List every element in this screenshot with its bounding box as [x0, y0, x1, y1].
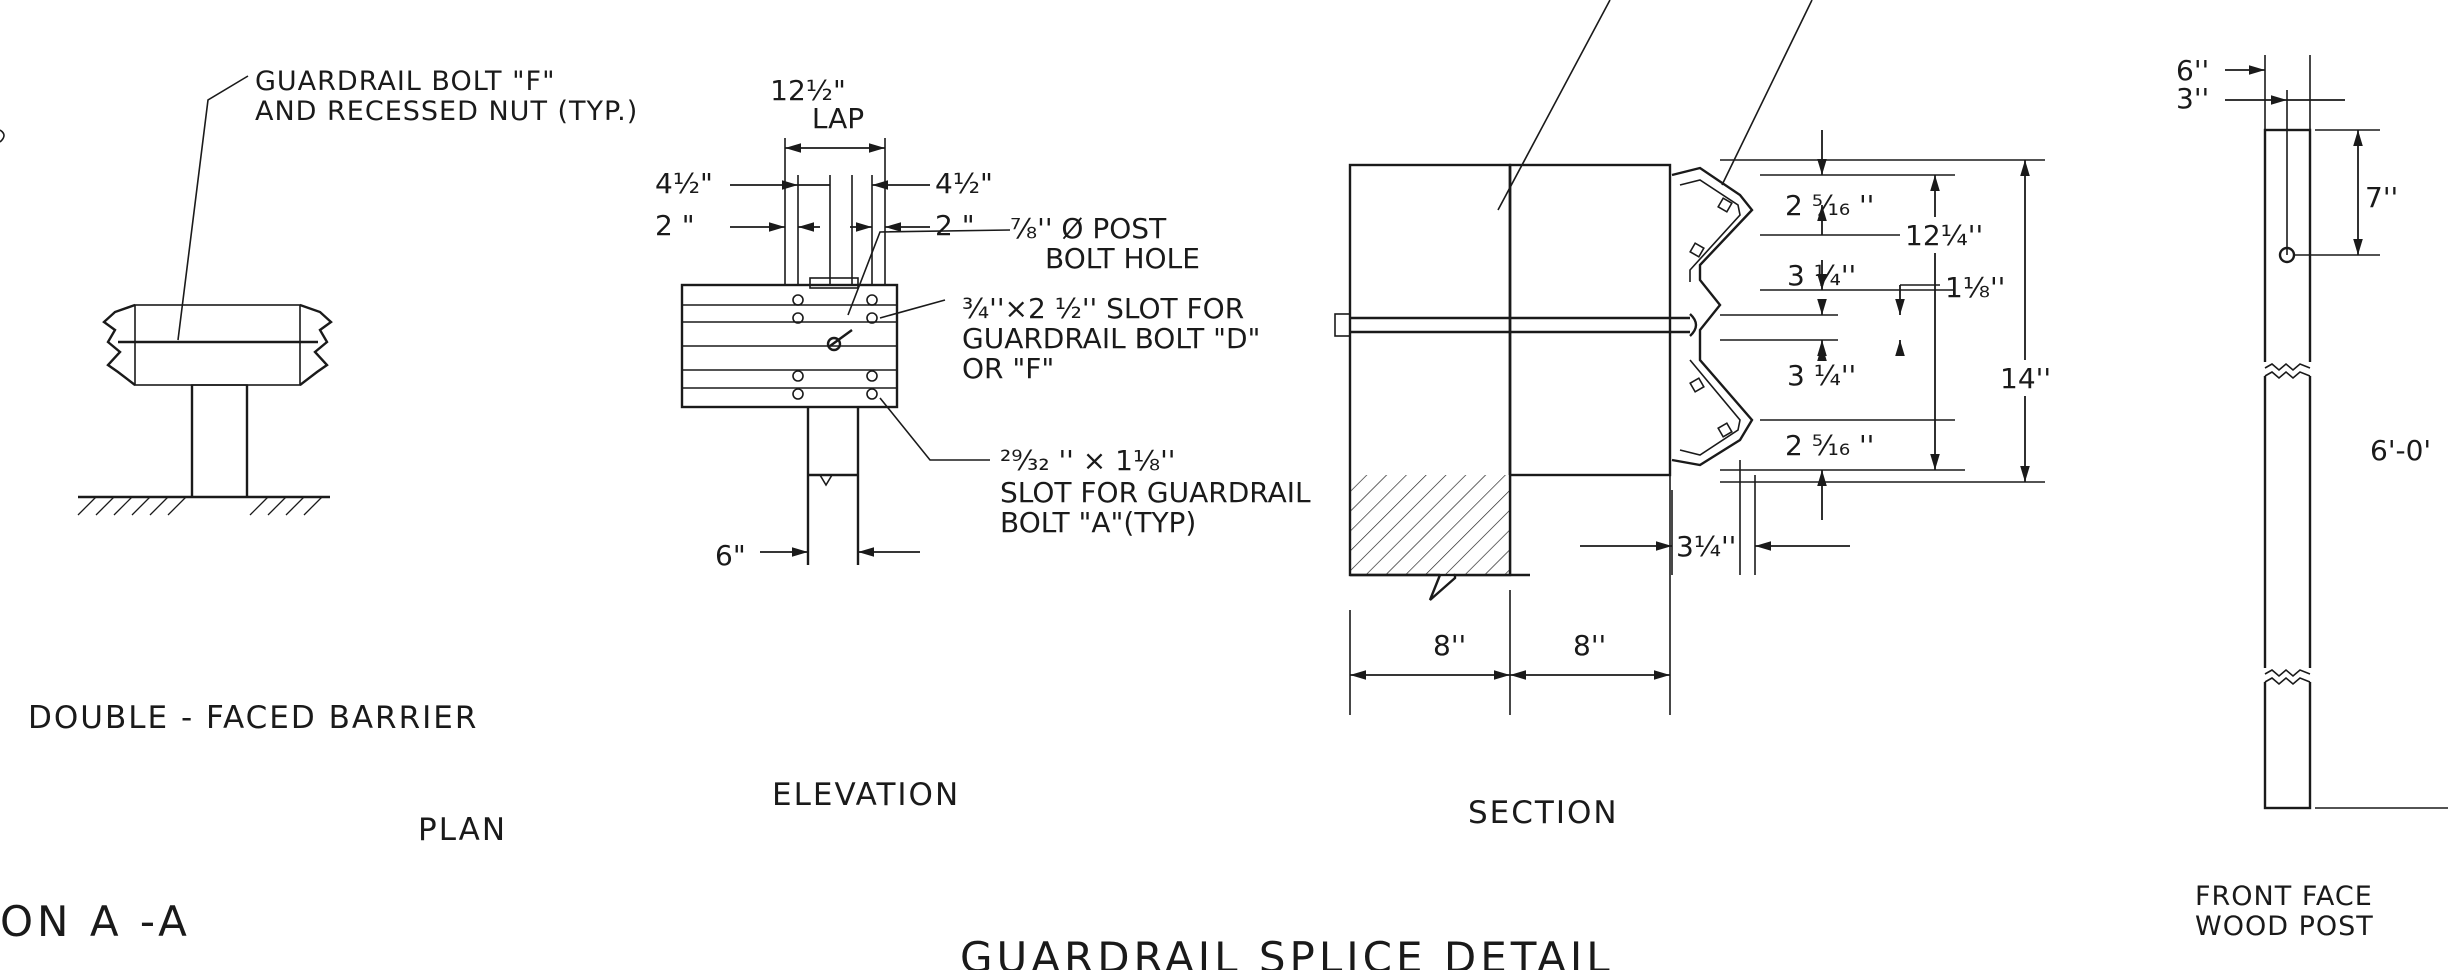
slot-a-leader [879, 397, 990, 461]
post-hatch [191, 384, 248, 498]
sheet-edge-mark [0, 129, 5, 143]
right-rail-profile [299, 303, 333, 386]
section-dim-e: 14'' [2000, 362, 2051, 395]
slot-d-f-line-1: ¾''×2 ½'' SLOT FOR [962, 292, 1244, 325]
section-dim-c: 3 ¼'' [1787, 259, 1856, 292]
lap-dimension-label: LAP [812, 102, 864, 135]
splice-bolt-holes [792, 294, 878, 400]
post-bolt-hole-line-2: BOLT HOLE [1045, 242, 1200, 275]
post-outline [2263, 128, 2312, 810]
section-leader-1 [1497, 0, 1611, 211]
post-bolt-hole-leader [847, 229, 1011, 316]
section-leader-2 [1721, 0, 1813, 186]
post-caption-line-1: FRONT FACE [2195, 881, 2373, 912]
section-cut-caption: ON A -A [0, 897, 191, 946]
elevation-view: 12½" LAP 4½" 2 " 4½" 2 " [655, 74, 1311, 813]
post-dim-6: 6'' [2176, 54, 2209, 87]
bolt-callout-leader [177, 75, 249, 341]
double-faced-barrier-view: GUARDRAIL BOLT "F" AND RECESSED NUT (TYP… [0, 66, 638, 946]
plan-caption: PLAN [418, 812, 507, 848]
post-caption-line-2: WOOD POST [2195, 911, 2374, 942]
section-dim-g: 2 ⁵⁄₁₆ '' [1785, 429, 1874, 462]
left-rail-profile [102, 303, 136, 386]
post-bolt-hole-line-1: ⅞'' Ø POST [1010, 212, 1167, 245]
section-dim-f: 3 ¼'' [1787, 359, 1856, 392]
wood-post-view: 6'' 3'' 7'' 6'-0' FRONT FACE WOOD POST [2176, 54, 2448, 942]
elevation-caption: ELEVATION [772, 777, 960, 813]
slot-d-f-line-3: OR "F" [962, 352, 1054, 385]
elev-left-2-dim: 2 " [655, 209, 695, 242]
section-blockout [1508, 163, 1672, 477]
slot-a-line-3: BOLT "A"(TYP) [1000, 506, 1196, 539]
section-caption: SECTION [1468, 795, 1619, 831]
slot-a-line-1: ²⁹⁄₃₂ '' × 1⅛'' [1000, 444, 1175, 477]
post-dim-length: 6'-0' [2370, 434, 2431, 467]
slot-a-line-2: SLOT FOR GUARDRAIL [1000, 476, 1311, 509]
slot-d-f-leader [879, 299, 946, 319]
lap-dimension-value: 12½" [770, 74, 846, 107]
sheet-title: GUARDRAIL SPLICE DETAIL [960, 933, 1614, 970]
elev-right-4-5-dim: 4½" [935, 167, 993, 200]
post-bolt-hole-front [2278, 246, 2296, 264]
section-dim-d: 1⅛'' [1945, 271, 2005, 304]
post-width-dim: 6" [715, 539, 746, 572]
elev-left-4-5-dim: 4½" [655, 167, 713, 200]
section-view: 2 ⁵⁄₁₆ '' 12¼'' 3 ¼'' 1⅛'' 14'' 3 ¼'' 2 … [1334, 0, 2055, 831]
bolt-callout-line-2: AND RECESSED NUT (TYP.) [255, 96, 638, 127]
blockout-hatch [134, 304, 301, 386]
section-width-2: 8'' [1573, 629, 1606, 662]
section-width-1: 8'' [1433, 629, 1466, 662]
section-dim-a: 2 ⁵⁄₁₆ '' [1785, 189, 1874, 222]
section-dim-b: 12¼'' [1905, 219, 1983, 252]
double-faced-caption: DOUBLE - FACED BARRIER [28, 700, 478, 736]
section-dim-h: 3¼'' [1676, 530, 1736, 563]
slot-d-f-line-2: GUARDRAIL BOLT "D" [962, 322, 1260, 355]
elev-right-2-dim: 2 " [935, 209, 975, 242]
post-dim-3: 3'' [2176, 82, 2209, 115]
post-bolt-hole [826, 336, 842, 352]
w-beam-profile [1671, 166, 1754, 467]
post-dim-7: 7'' [2365, 181, 2398, 214]
elevation-post-hatch [807, 406, 859, 476]
bolt-callout-line-1: GUARDRAIL BOLT "F" [255, 66, 556, 97]
